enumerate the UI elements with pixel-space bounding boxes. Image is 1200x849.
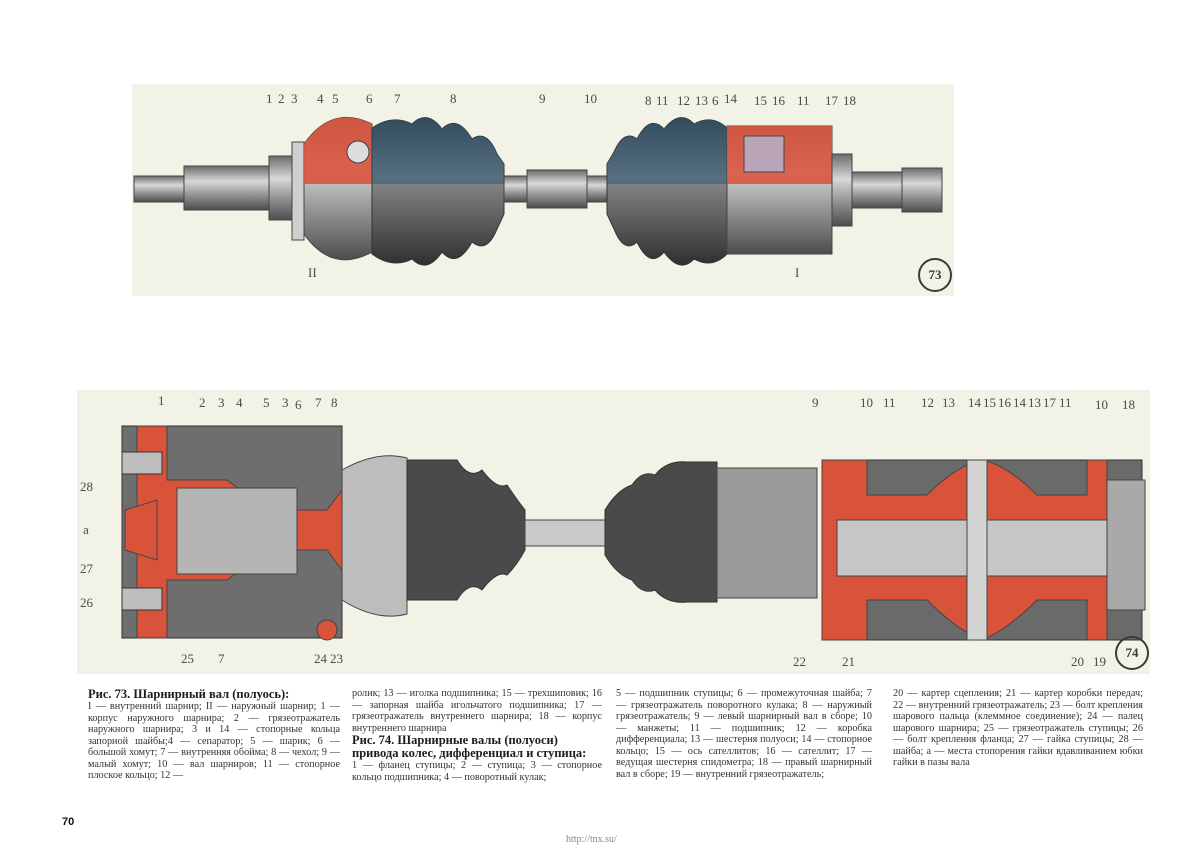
figure-74-legend-continued: 5 — подшипник ступицы; 6 — промежуточная… — [616, 688, 872, 780]
caption-column-2: ролик; 13 — иголка подшипника; 15 — трех… — [352, 688, 602, 783]
callout-16: 16 — [772, 93, 785, 108]
callout-18: 18 — [843, 93, 856, 108]
callout-11: 11 — [883, 395, 896, 410]
callout-9: 9 — [812, 395, 819, 410]
callout-12: 12 — [921, 395, 934, 410]
figure-number-73: 73 — [918, 258, 952, 292]
callout-17: 17 — [1043, 395, 1056, 410]
callout-6b: 6 — [712, 93, 719, 108]
callout-13: 13 — [695, 93, 708, 108]
callout-5: 5 — [263, 395, 270, 410]
callout-9: 9 — [539, 91, 546, 106]
callout-12: 12 — [677, 93, 690, 108]
callout-25: 25 — [181, 651, 194, 666]
figure-74-legend-end: 20 — картер сцепления; 21 — картер короб… — [893, 688, 1143, 768]
callout-6: 6 — [366, 91, 373, 106]
callout-21: 21 — [842, 654, 855, 669]
callout-10: 10 — [584, 91, 597, 106]
caption-column-4: 20 — картер сцепления; 21 — картер короб… — [893, 688, 1143, 769]
callout-a: a — [83, 522, 89, 537]
figure-74-drive-shafts-differential-hub: 1 2 3 4 5 3 6 7 8 9 10 11 12 13 14 15 16… — [77, 390, 1150, 674]
callout-8b: 8 — [645, 93, 652, 108]
callout-10: 10 — [860, 395, 873, 410]
half-shaft-illustration — [133, 116, 943, 266]
callout-5: 5 — [332, 91, 339, 106]
caption-column-1: Рис. 73. Шарнирный вал (полуось): I — вн… — [88, 688, 340, 782]
callout-18: 18 — [1122, 397, 1135, 412]
callout-28: 28 — [80, 479, 93, 494]
callout-3: 3 — [218, 395, 225, 410]
page-number: 70 — [62, 816, 75, 828]
callout-27: 27 — [80, 561, 93, 576]
callout-3: 3 — [291, 91, 298, 106]
callout-14: 14 — [968, 395, 981, 410]
callout-II: II — [308, 265, 317, 280]
caption-column-3: 5 — подшипник ступицы; 6 — промежуточная… — [616, 688, 872, 780]
figure-number-74: 74 — [1115, 636, 1149, 670]
source-url[interactable]: http://tnx.su/ — [566, 834, 617, 845]
figure-74-title: Рис. 74. Шарнирные валы (полуоси) привод… — [352, 733, 587, 760]
figure-73-legend: I — внутренний шарнир; II — наружный шар… — [88, 701, 340, 781]
callout-20: 20 — [1071, 654, 1084, 669]
figure-74-legend: 1 — фланец ступицы; 2 — ступица; 3 — сто… — [352, 760, 602, 783]
callout-6: 6 — [295, 397, 302, 412]
callout-2: 2 — [199, 395, 206, 410]
callout-8: 8 — [331, 395, 338, 410]
callout-2: 2 — [278, 91, 285, 106]
callout-22: 22 — [793, 654, 806, 669]
callout-15: 15 — [754, 93, 767, 108]
callout-10b: 10 — [1095, 397, 1108, 412]
callout-11b: 11 — [797, 93, 810, 108]
callout-26: 26 — [80, 595, 93, 610]
callout-1: 1 — [158, 393, 165, 408]
callout-15: 15 — [983, 395, 996, 410]
drive-assembly-illustration — [121, 425, 1146, 641]
callout-4: 4 — [317, 91, 324, 106]
callout-17: 17 — [825, 93, 838, 108]
figure-73-half-shaft: 1 2 3 4 5 6 7 8 9 10 8 11 12 13 6 14 15 … — [132, 84, 954, 296]
callout-16: 16 — [998, 395, 1011, 410]
callout-19: 19 — [1093, 654, 1106, 669]
callout-I: I — [795, 265, 800, 280]
callout-23: 23 — [330, 651, 343, 666]
callout-24: 24 — [314, 651, 327, 666]
callout-3b: 3 — [282, 395, 289, 410]
callout-13: 13 — [942, 395, 955, 410]
callout-14b: 14 — [1013, 395, 1026, 410]
callout-14: 14 — [724, 91, 737, 106]
callout-7b: 7 — [218, 651, 225, 666]
callout-11b: 11 — [1059, 395, 1072, 410]
callout-4: 4 — [236, 395, 243, 410]
figure-73-legend-continued: ролик; 13 — иголка подшипника; 15 — трех… — [352, 688, 602, 734]
callout-13b: 13 — [1028, 395, 1041, 410]
figure-73-title: Рис. 73. Шарнирный вал (полуось): — [88, 687, 290, 701]
callout-11: 11 — [656, 93, 669, 108]
callout-7: 7 — [394, 91, 401, 106]
callout-7: 7 — [315, 395, 322, 410]
callout-1: 1 — [266, 91, 273, 106]
callout-8: 8 — [450, 91, 457, 106]
